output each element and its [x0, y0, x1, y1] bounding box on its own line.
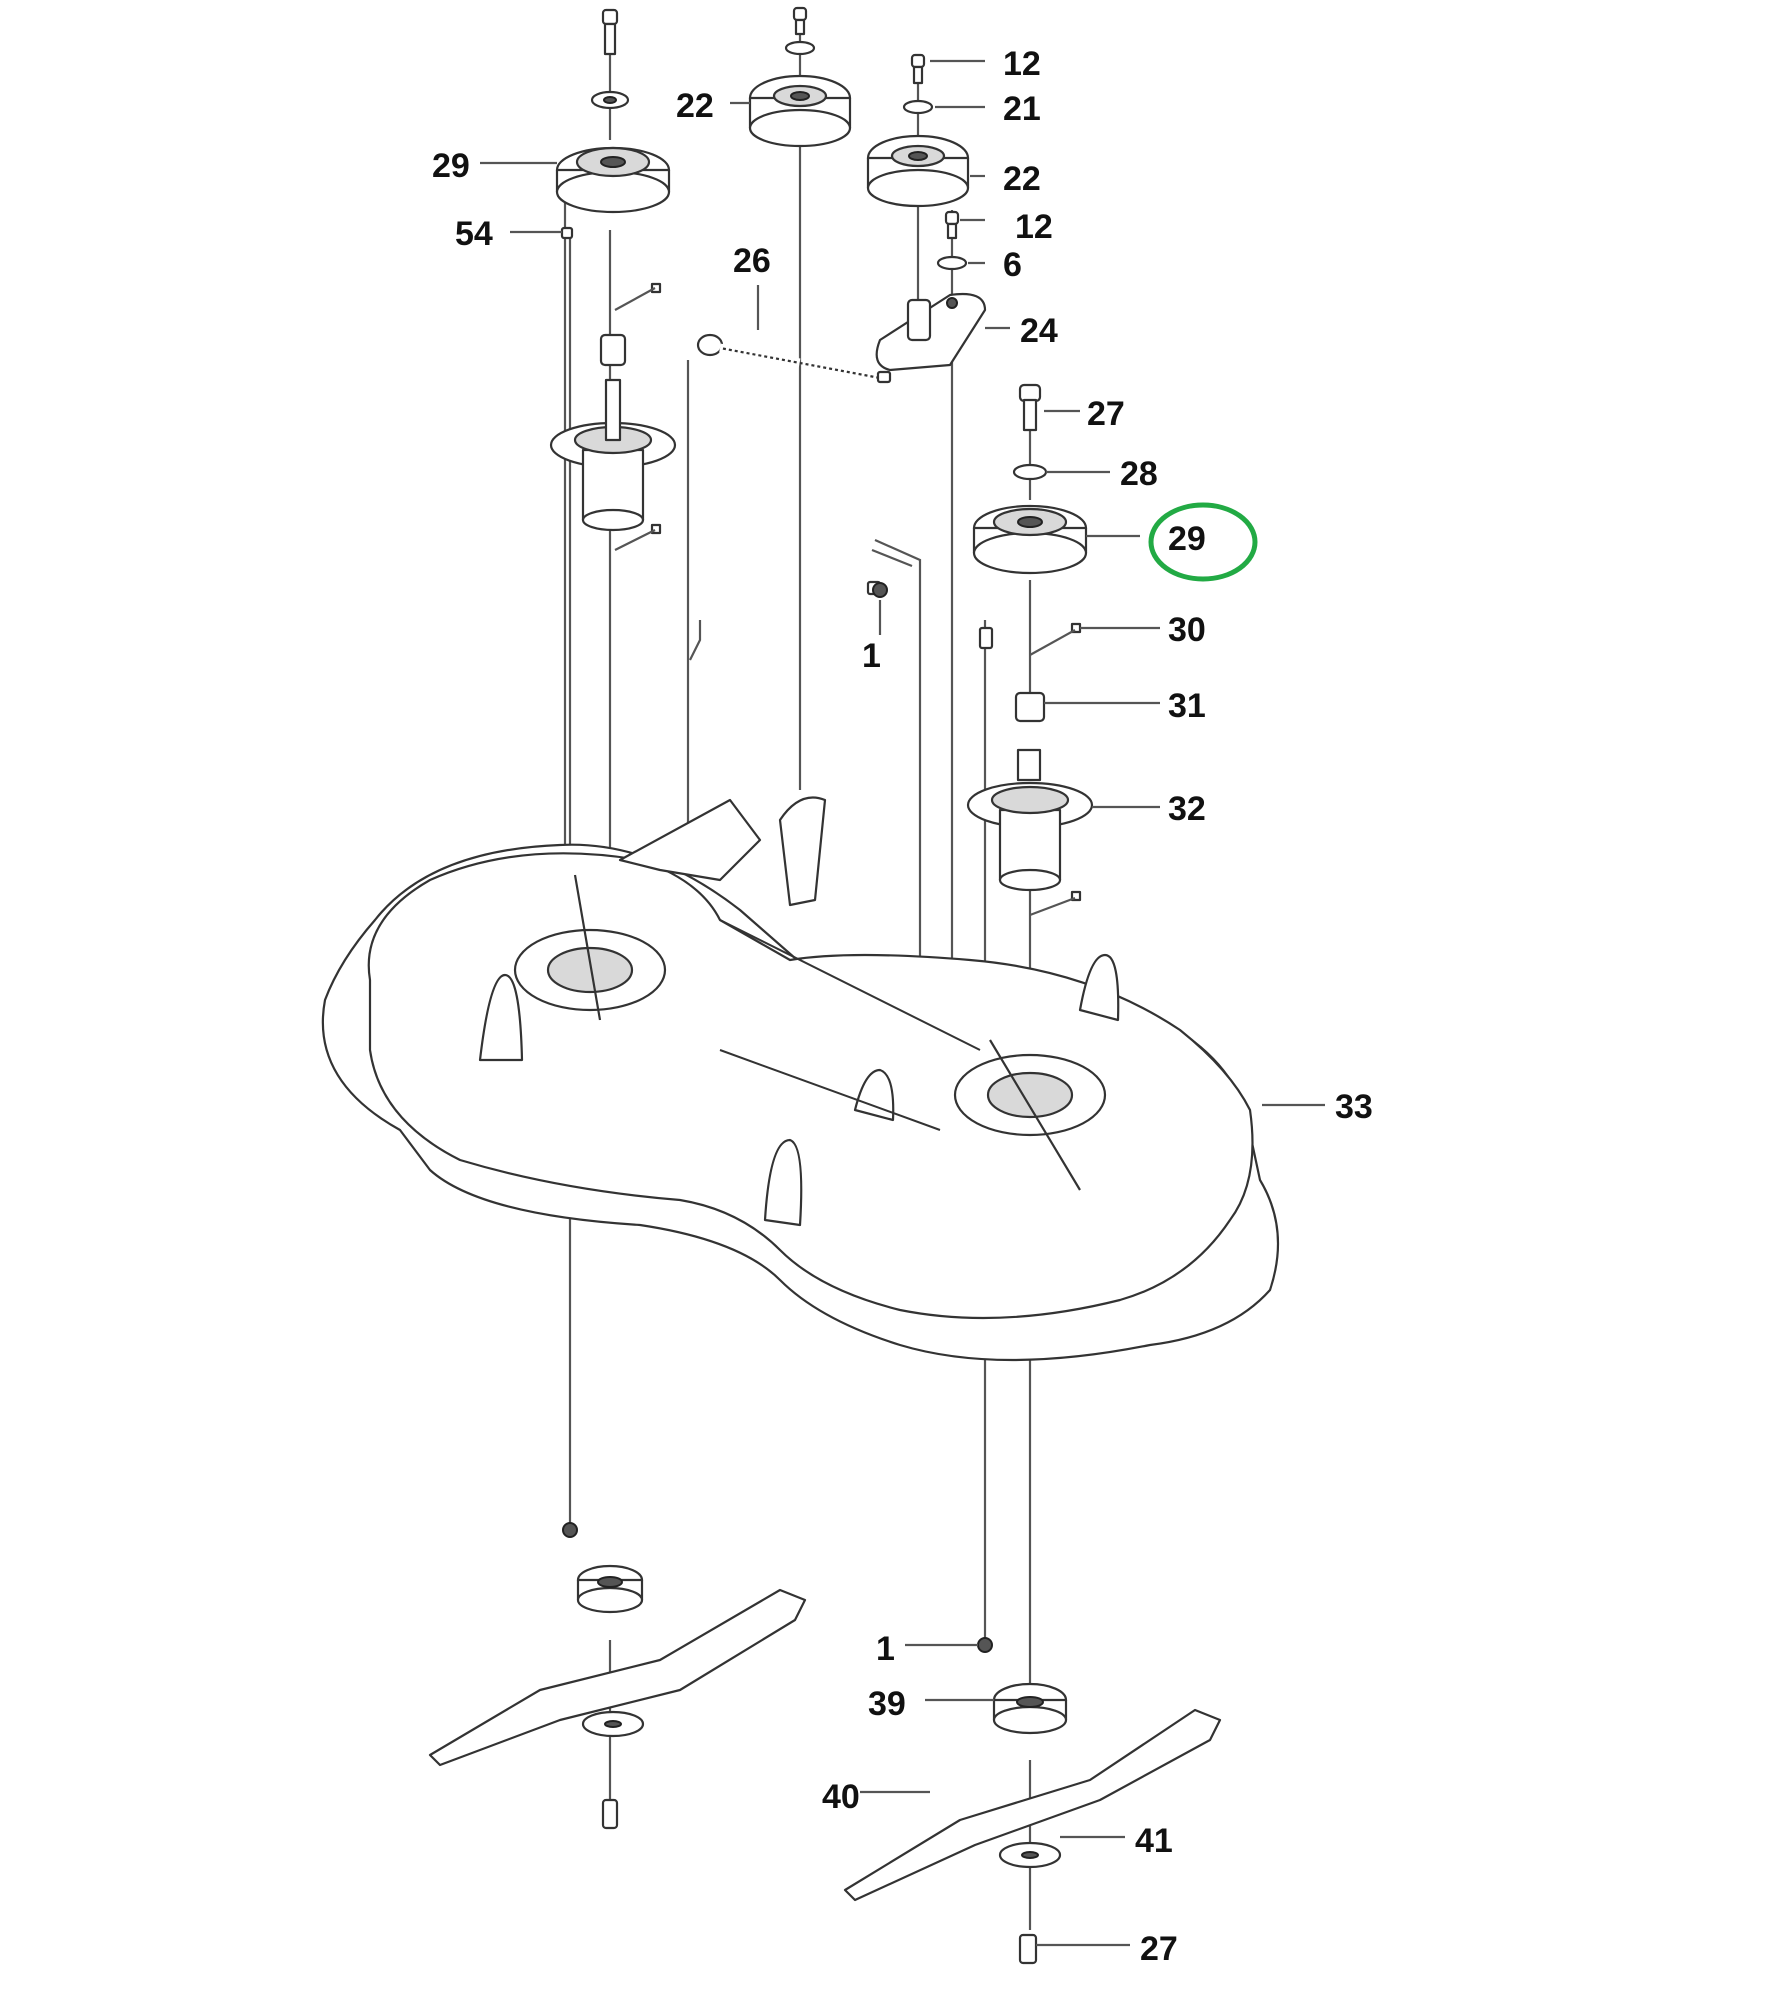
callout-22-center: 22: [676, 87, 714, 125]
callout-31: 31: [1168, 687, 1206, 725]
callout-27-top: 27: [1087, 395, 1125, 433]
callout-27-bottom: 27: [1140, 1930, 1178, 1968]
callout-12-top: 12: [1003, 45, 1041, 83]
callout-21: 21: [1003, 90, 1041, 128]
callout-32: 32: [1168, 790, 1206, 828]
callout-54: 54: [455, 215, 493, 253]
callout-30: 30: [1168, 611, 1206, 649]
callout-1-lower: 1: [876, 1630, 895, 1668]
callout-40: 40: [822, 1778, 860, 1816]
callout-6: 6: [1003, 246, 1022, 284]
idler-pulley-22-a: [748, 6, 852, 148]
left-blade-assembly: [428, 1522, 807, 1830]
callout-29-left: 29: [432, 147, 470, 185]
left-pulley-stack: [549, 8, 677, 551]
right-blade-assembly: [843, 1637, 1222, 1965]
callout-12-mid: 12: [1015, 208, 1053, 246]
callout-22-right: 22: [1003, 160, 1041, 198]
callout-29-right: 29: [1168, 520, 1206, 558]
callout-26: 26: [733, 242, 771, 280]
callout-labels: 12 21 22 12 6 24 22 29 54 26 27 28 29 30…: [432, 45, 1373, 1968]
right-pulley-stack: [866, 383, 1094, 917]
callout-24: 24: [1020, 312, 1058, 350]
callout-39: 39: [868, 1685, 906, 1723]
highlight-circle: [1148, 502, 1258, 582]
nut-1-upper: [872, 582, 888, 635]
leader-lines: [480, 59, 1325, 1947]
callout-41: 41: [1135, 1822, 1173, 1860]
mower-deck-33: [321, 796, 1280, 1362]
callout-28: 28: [1120, 455, 1158, 493]
spring-26: [696, 333, 892, 384]
callout-33: 33: [1335, 1088, 1373, 1126]
callout-1-upper: 1: [862, 637, 881, 675]
idler-arm-stack: [866, 53, 987, 372]
